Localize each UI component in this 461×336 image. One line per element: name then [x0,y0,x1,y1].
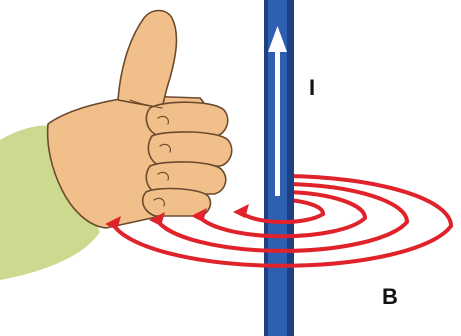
thumbs-up-hand-icon [48,11,232,229]
current-label: I [309,75,315,100]
field-line-back-2 [287,192,365,218]
field-label: B [382,284,398,309]
